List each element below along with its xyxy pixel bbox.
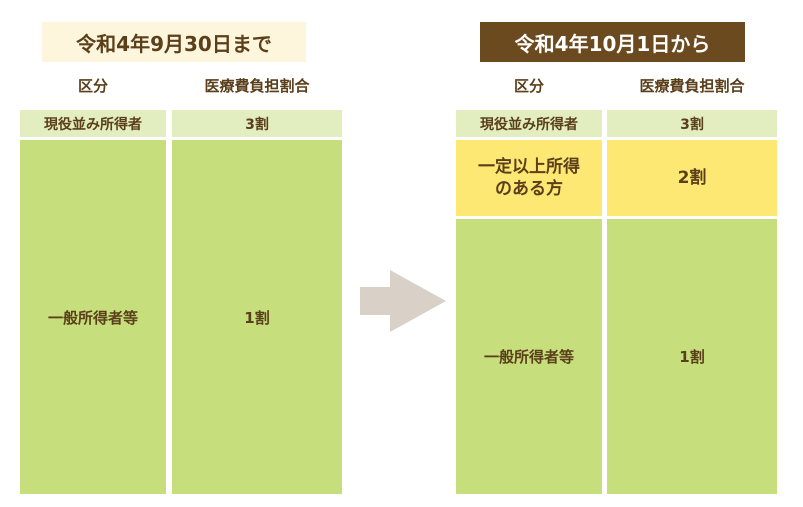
after-row-category: 一般所得者等 — [456, 219, 602, 494]
arrow-right-icon — [360, 270, 446, 332]
before-row-category: 現役並み所得者 — [20, 110, 166, 137]
before-title: 令和4年9月30日まで — [42, 22, 306, 62]
after-row-category: 一定以上所得 のある方 — [456, 140, 602, 216]
after-header-category: 区分 — [513, 76, 544, 95]
after-header-ratio: 医療費負担割合 — [639, 76, 745, 95]
after-row-category: 現役並み所得者 — [456, 110, 602, 137]
before-header-category: 区分 — [77, 76, 108, 95]
before-row-ratio: 1割 — [172, 140, 342, 494]
after-row-ratio: 3割 — [607, 110, 777, 137]
after-title: 令和4年10月1日から — [480, 22, 745, 62]
before-row-ratio: 3割 — [172, 110, 342, 137]
before-row-category: 一般所得者等 — [20, 140, 166, 494]
before-header-ratio: 医療費負担割合 — [204, 76, 310, 95]
after-row-ratio: 2割 — [607, 140, 777, 216]
after-row-ratio: 1割 — [607, 219, 777, 494]
